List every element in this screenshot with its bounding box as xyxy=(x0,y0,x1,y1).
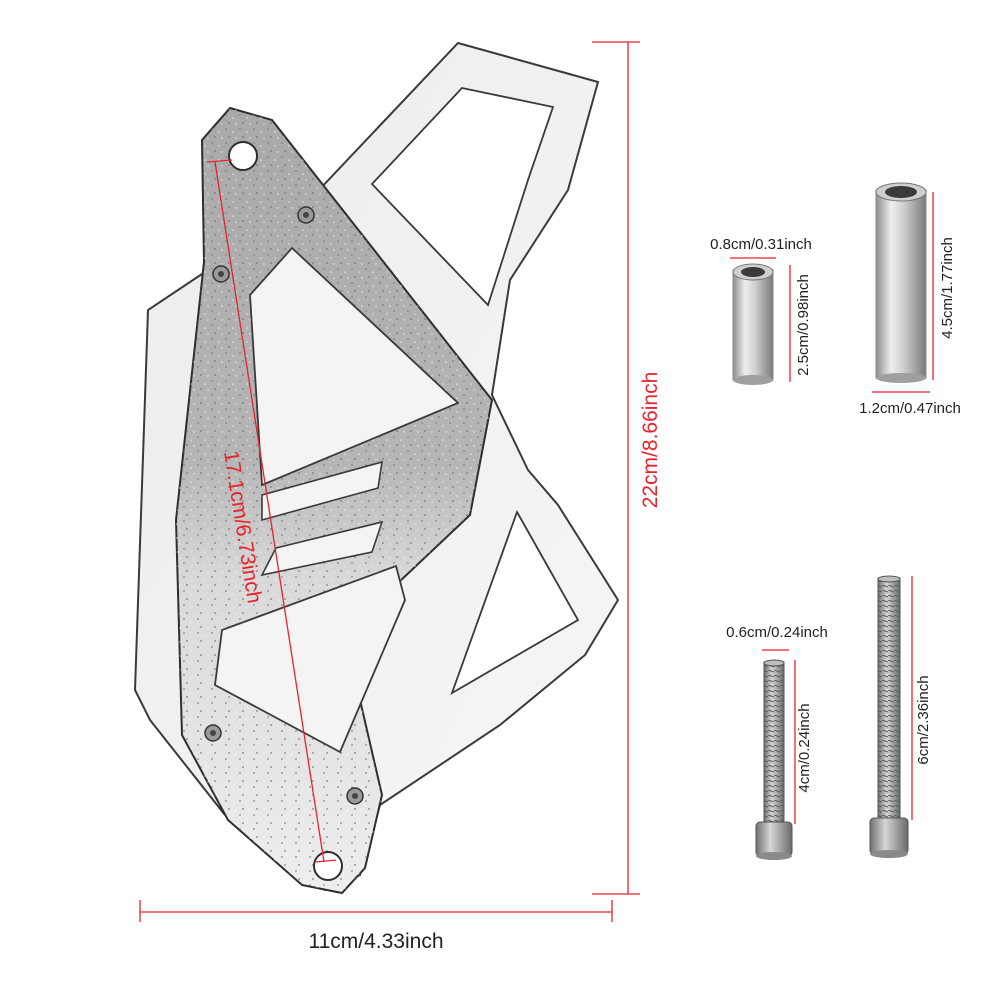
short-spacer-diameter-label: 0.8cm/0.31inch xyxy=(710,236,812,253)
screw-icon xyxy=(204,206,364,805)
dimension-lines xyxy=(139,41,640,922)
overall-height-label: 22cm/8.66inch xyxy=(639,372,662,509)
long-spacer xyxy=(875,182,927,383)
front-plate xyxy=(174,106,494,895)
short-spacer xyxy=(732,263,774,385)
long-bolt-length-label: 6cm/2.36inch xyxy=(915,675,932,764)
overall-width-label: 11cm/4.33inch xyxy=(308,930,443,953)
short-bolt-length-label: 4cm/0.24inch xyxy=(796,703,813,792)
long-bolt xyxy=(869,575,909,858)
short-bolt-diameter-label: 0.6cm/0.24inch xyxy=(726,624,828,641)
long-spacer-diameter-label: 1.2cm/0.47inch xyxy=(859,400,961,417)
short-bolt xyxy=(755,659,793,860)
long-spacer-length-label: 4.5cm/1.77inch xyxy=(939,237,956,339)
short-spacer-length-label: 2.5cm/0.98inch xyxy=(795,274,812,376)
